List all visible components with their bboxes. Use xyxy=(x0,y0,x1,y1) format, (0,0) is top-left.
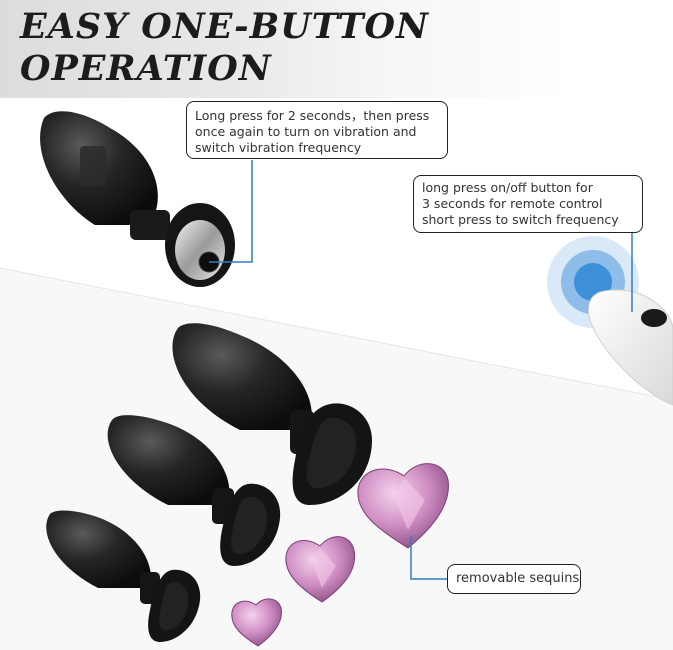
device-callout-line xyxy=(209,160,253,263)
heart-sequin-medium-icon xyxy=(285,536,356,603)
divider-line xyxy=(0,267,673,401)
sequins-callout-line xyxy=(410,536,447,580)
remote-callout-line-1: long press on/off button for xyxy=(422,180,593,195)
title-banner xyxy=(0,0,673,98)
heart-sequin-small-icon xyxy=(231,598,282,647)
heart-sequin-large-icon xyxy=(357,463,449,549)
plug-small xyxy=(46,510,201,642)
device-callout-line-2: once again to turn on vibration and xyxy=(195,124,417,139)
title-line-1: EASY ONE-BUTTON xyxy=(20,6,430,47)
plug-large xyxy=(172,323,372,505)
remote-callout-line-2: 3 seconds for remote control xyxy=(422,196,603,211)
device-callout-line-3: switch vibration frequency xyxy=(195,140,362,155)
device-button-callout: Long press for 2 seconds，then press once… xyxy=(186,101,448,159)
sequins-callout: removable sequins xyxy=(447,564,581,594)
plug-medium xyxy=(107,415,281,566)
device-callout-line-1: Long press for 2 seconds，then press xyxy=(195,108,430,123)
title-line-2: OPERATION xyxy=(20,48,272,89)
remote-control xyxy=(547,236,673,406)
remote-button-callout: long press on/off button for 3 seconds f… xyxy=(413,175,643,233)
page-title: EASY ONE-BUTTON OPERATION xyxy=(20,6,429,90)
sequins-callout-label: removable sequins xyxy=(456,571,580,586)
remote-callout-line-3: short press to switch frequency xyxy=(422,212,619,227)
vibrating-plug xyxy=(40,111,235,287)
